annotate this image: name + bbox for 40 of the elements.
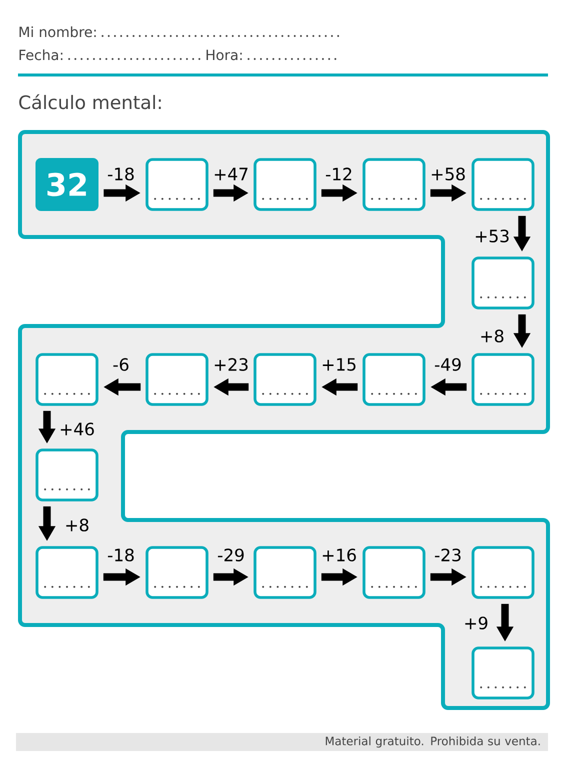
- answer-box: [472, 546, 534, 599]
- answer-box: [362, 158, 426, 211]
- number-box: 32: [36, 158, 98, 211]
- edge-label: +8: [481, 330, 504, 342]
- edge-label: +8: [66, 518, 88, 532]
- answer-box: [472, 158, 534, 211]
- answer-box: [362, 353, 426, 406]
- answer-box: [472, 646, 534, 700]
- edge-label: +58: [432, 168, 465, 180]
- answer-box: [146, 158, 208, 211]
- edge-label: -12: [326, 168, 352, 180]
- edge-label: -29: [218, 548, 244, 562]
- heading: Cálculo mental:: [19, 94, 161, 110]
- field-label: Hora:: [206, 50, 242, 60]
- edge-label: -18: [108, 168, 134, 180]
- answer-box: [362, 546, 426, 599]
- edge-label: +23: [214, 358, 248, 371]
- answer-box: [472, 256, 534, 310]
- edge-label: +53: [476, 230, 509, 242]
- edge-label: +16: [322, 548, 356, 562]
- field-label: Fecha:: [20, 49, 62, 60]
- answer-box: [36, 353, 98, 406]
- edge-label: +46: [60, 422, 94, 436]
- edge-label: +15: [322, 358, 356, 371]
- footer-note: Material gratuito. Prohibida su venta.: [16, 733, 548, 751]
- edge-label: -6: [113, 358, 128, 371]
- edge-label: -49: [434, 358, 461, 371]
- edge-label: +47: [214, 168, 248, 180]
- edge-label: -23: [434, 548, 461, 562]
- edge-label: +9: [465, 616, 488, 630]
- answer-box: [36, 448, 98, 502]
- answer-box: [254, 353, 316, 406]
- field-label: Mi nombre:: [20, 26, 96, 38]
- answer-box: [36, 546, 98, 599]
- edge-label: -18: [108, 548, 134, 562]
- answer-box: [472, 353, 534, 406]
- answer-box: [254, 158, 316, 211]
- answer-box: [146, 353, 208, 406]
- answer-box: [254, 546, 316, 599]
- answer-box: [146, 546, 208, 599]
